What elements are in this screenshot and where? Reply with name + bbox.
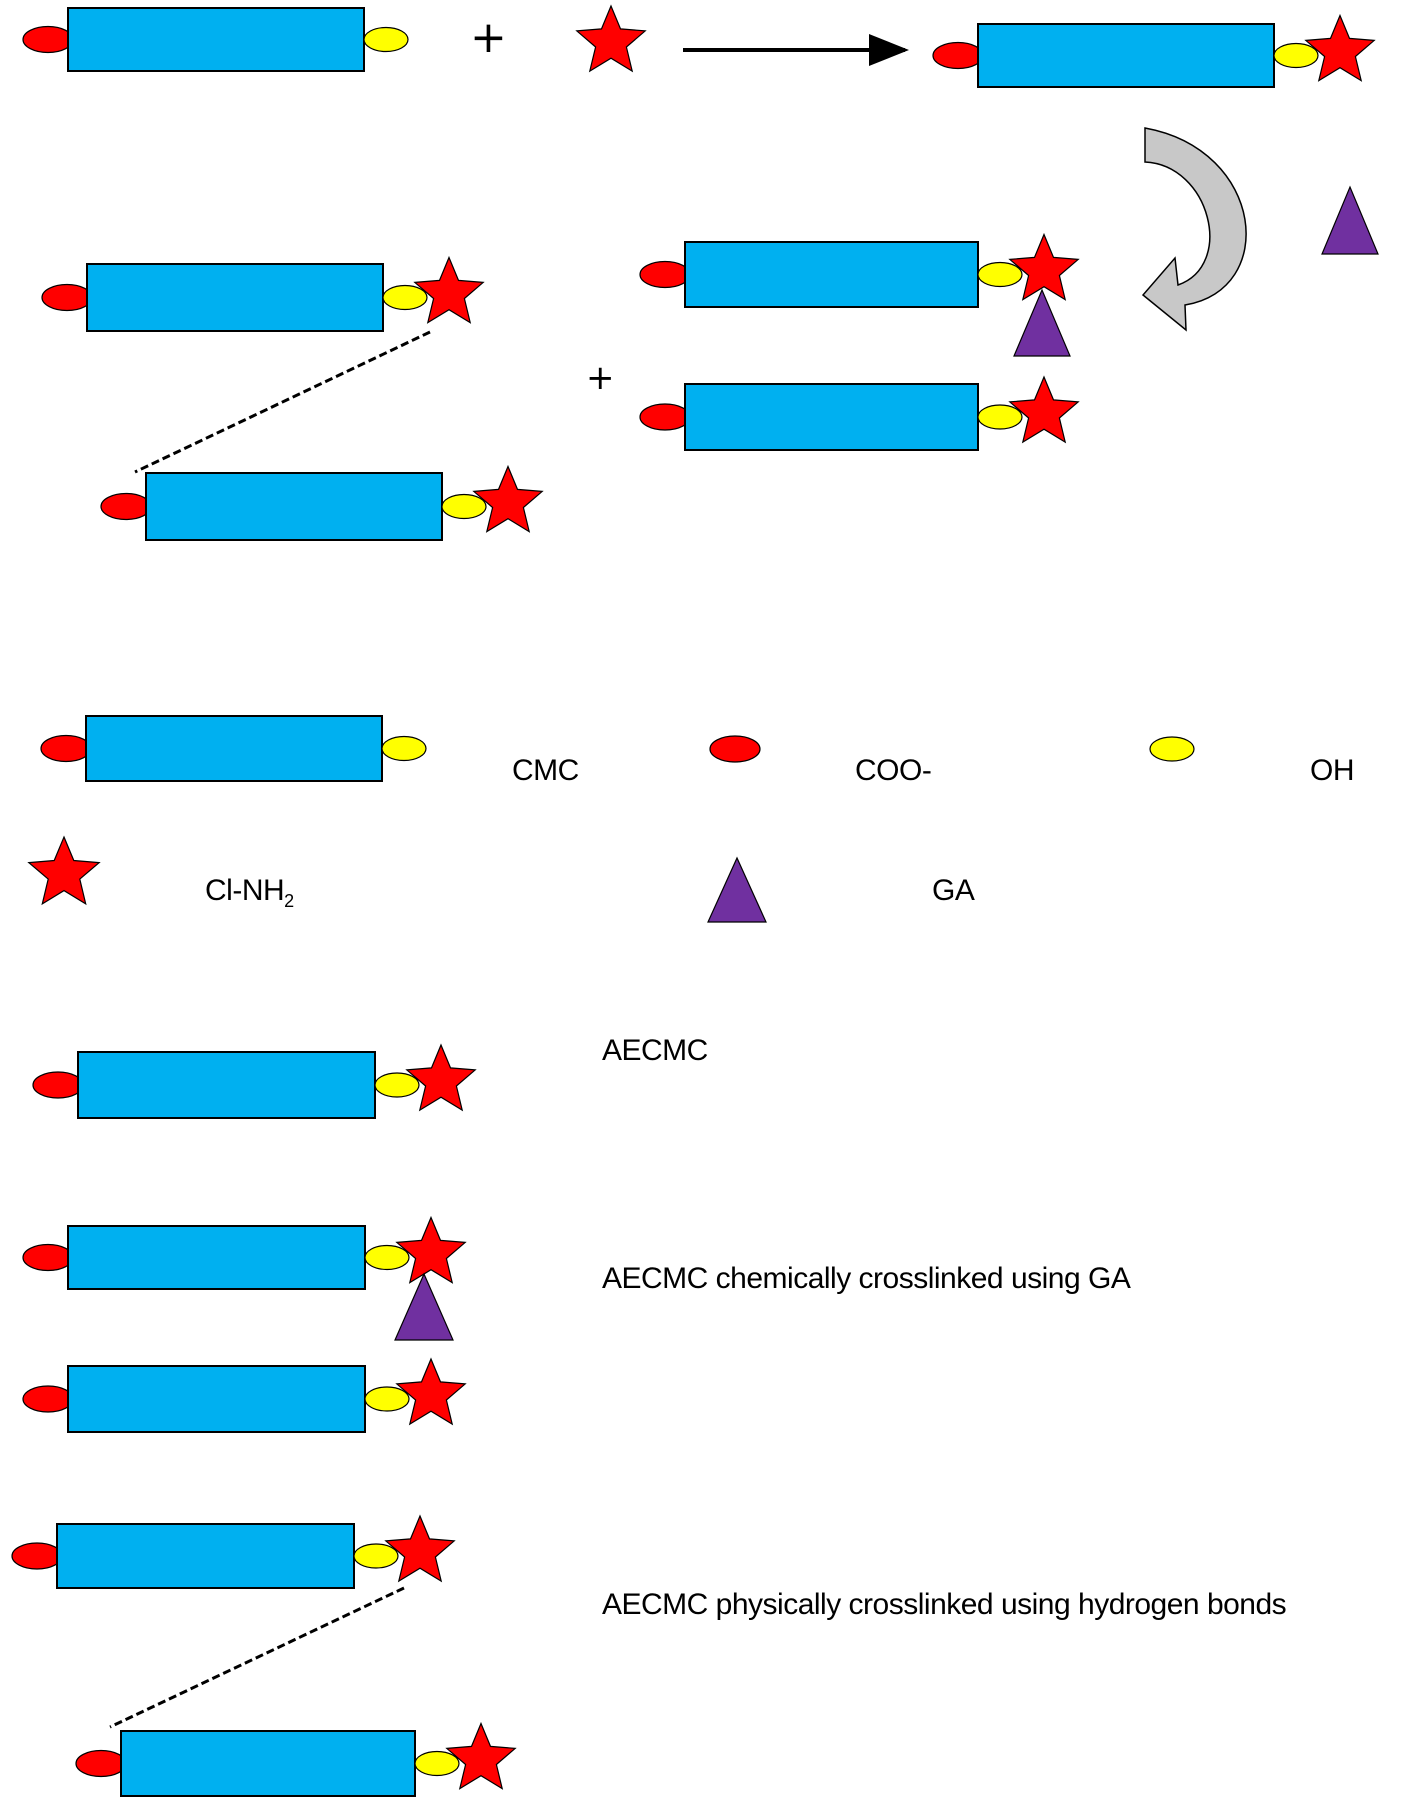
legend-cmc-backbone	[85, 715, 383, 782]
chem-upper-clnh2-star	[395, 1215, 467, 1284]
legend-clnh2-text: Cl-NH	[205, 874, 285, 907]
curved-process-arrow	[1141, 127, 1247, 332]
legend-clnh2-label: Cl-NH2	[205, 874, 294, 912]
ga-pair-upper-clnh2-star	[1008, 232, 1080, 301]
hydrogen-bond-line	[134, 330, 431, 474]
chem-upper-oh-group	[364, 1244, 410, 1271]
ga-pair-lower-clnh2-star	[1008, 375, 1080, 444]
hbond-pair-lower-coo-group	[100, 492, 152, 521]
legend-coo-label: COO-	[855, 754, 932, 787]
legend-oh-label: OH	[1310, 754, 1355, 787]
phys-upper-oh-group	[353, 1543, 399, 1569]
chem-upper-backbone	[67, 1225, 366, 1290]
chem-lower-backbone	[67, 1365, 366, 1433]
chem-upper-coo-group	[22, 1243, 74, 1272]
legend-oh-oval	[1149, 736, 1195, 762]
ga-pair-upper-oh-group	[977, 261, 1023, 288]
ga-pair-upper-coo-group	[639, 260, 691, 289]
chem-ga-triangle	[394, 1272, 454, 1341]
ga-pair-lower-backbone	[684, 383, 979, 451]
legend-cmc-coo-group	[40, 734, 92, 763]
legend-clnh2-star	[27, 835, 101, 906]
reactant-cmc-coo-group	[22, 25, 74, 54]
hbond-pair-upper-coo-group	[41, 283, 93, 312]
phys-upper-coo-group	[11, 1542, 63, 1570]
ga-pair-lower-coo-group	[639, 403, 691, 431]
aecmc-chemical-crosslink-label: AECMC chemically crosslinked using GA	[602, 1262, 1131, 1295]
chem-lower-oh-group	[364, 1386, 410, 1412]
hbond-pair-lower-clnh2-star	[472, 464, 544, 533]
phys-upper-backbone	[56, 1523, 355, 1589]
legend-cmc-oh-group	[381, 735, 427, 762]
plus-sign-middle: +	[586, 358, 615, 398]
aecmc-backbone	[77, 1051, 376, 1119]
phys-lower-backbone	[120, 1730, 416, 1797]
phys-lower-oh-group	[414, 1750, 460, 1777]
aecmc-coo-group	[32, 1071, 84, 1099]
aecmc-label: AECMC	[602, 1034, 708, 1067]
hbond-pair-lower-oh-group	[441, 493, 487, 520]
phys-lower-coo-group	[75, 1749, 127, 1778]
ga-pair-triangle	[1013, 288, 1071, 357]
phys-hydrogen-bond-line	[109, 1586, 405, 1729]
legend-ga-triangle	[707, 856, 767, 923]
phys-upper-clnh2-star	[384, 1514, 456, 1583]
hbond-pair-lower-backbone	[145, 472, 443, 541]
reactant-clnh2-star	[575, 4, 647, 73]
legend-cmc-label: CMC	[512, 754, 579, 787]
legend-coo-oval	[709, 735, 761, 763]
ga-pair-upper-backbone	[684, 241, 979, 308]
hbond-pair-upper-clnh2-star	[413, 255, 485, 324]
hbond-pair-upper-oh-group	[382, 284, 428, 311]
legend-clnh2-subscript: 2	[284, 891, 294, 911]
product-aecmc-clnh2-star	[1304, 13, 1376, 82]
plus-sign-top: +	[470, 12, 507, 63]
reactant-cmc-oh-group	[363, 26, 409, 53]
product-aecmc-oh-group	[1273, 42, 1319, 69]
reagent-ga-triangle	[1321, 185, 1379, 255]
aecmc-clnh2-star	[405, 1043, 477, 1112]
legend-ga-label: GA	[932, 874, 975, 907]
aecmc-physical-crosslink-label: AECMC physically crosslinked using hydro…	[602, 1588, 1287, 1621]
phys-lower-clnh2-star	[445, 1721, 517, 1790]
product-aecmc-backbone	[977, 23, 1275, 88]
chem-lower-coo-group	[22, 1385, 74, 1413]
product-aecmc-coo-group	[932, 41, 984, 70]
aecmc-oh-group	[374, 1072, 420, 1098]
ga-pair-lower-oh-group	[977, 404, 1023, 430]
hbond-pair-upper-backbone	[86, 263, 384, 332]
chem-lower-clnh2-star	[395, 1357, 467, 1426]
reactant-cmc-backbone	[67, 7, 365, 72]
